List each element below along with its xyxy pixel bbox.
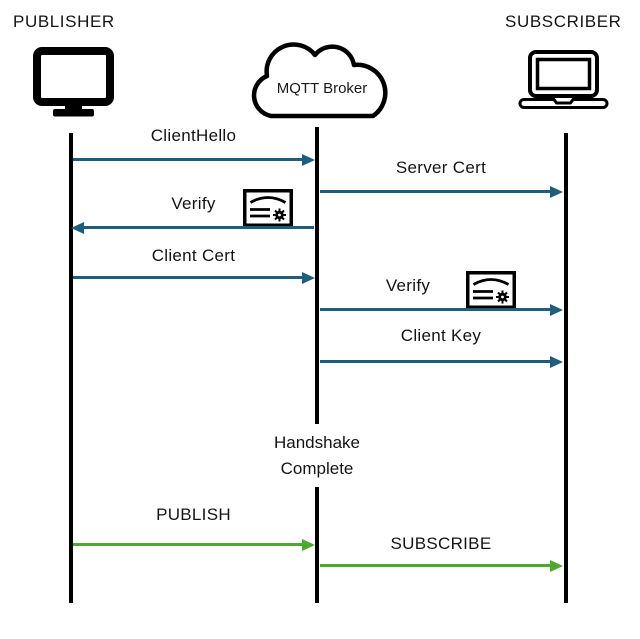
broker-lifeline-top [315, 127, 319, 424]
message-arrow-verify-left [71, 221, 314, 234]
broker-label: MQTT Broker [276, 80, 368, 97]
handshake-complete-line1: Handshake [273, 433, 360, 452]
message-arrow-subscribe [320, 559, 563, 572]
arrowhead-icon [302, 271, 315, 284]
arrowhead-icon [71, 221, 84, 234]
arrowhead-icon [550, 185, 563, 198]
certificate-icon [243, 189, 293, 227]
handshake-complete-line2: Complete [280, 459, 354, 478]
message-label-verify-right: Verify [385, 276, 431, 295]
gear-seal [496, 290, 509, 304]
arrowhead-icon [550, 559, 563, 572]
publisher-lifeline [69, 133, 73, 603]
message-label-subscribe: SUBSCRIBE [390, 534, 492, 553]
message-arrow-server-cert [320, 185, 563, 198]
arrowhead-icon [302, 153, 315, 166]
message-label-verify-left: Verify [171, 194, 216, 213]
laptop-icon [518, 50, 609, 109]
certificate-icon [466, 271, 516, 309]
subscriber-label: SUBSCRIBER [505, 12, 622, 31]
gear-seal [273, 208, 286, 222]
desktop-monitor-icon [33, 47, 114, 117]
message-label-server-cert: Server Cert [395, 158, 487, 177]
arrowhead-icon [302, 538, 315, 551]
message-arrow-publish [73, 538, 315, 551]
subscriber-lifeline [564, 133, 568, 603]
message-label-clienthello: ClientHello [150, 126, 237, 145]
message-label-client-cert: Client Cert [151, 246, 236, 265]
message-label-publish: PUBLISH [156, 505, 231, 524]
arrowhead-icon [550, 303, 563, 316]
message-label-client-key: Client Key [400, 326, 482, 345]
publisher-label: PUBLISHER [13, 12, 115, 31]
cloud-icon [251, 42, 388, 119]
handshake-complete-note: Handshake Complete [227, 430, 407, 482]
message-arrow-verify-right [320, 303, 563, 316]
broker-lifeline-bottom [315, 487, 319, 603]
arrowhead-icon [550, 355, 563, 368]
message-arrow-client-cert [73, 271, 315, 284]
message-arrow-client-key [320, 355, 563, 368]
message-arrow-clienthello [73, 153, 315, 166]
